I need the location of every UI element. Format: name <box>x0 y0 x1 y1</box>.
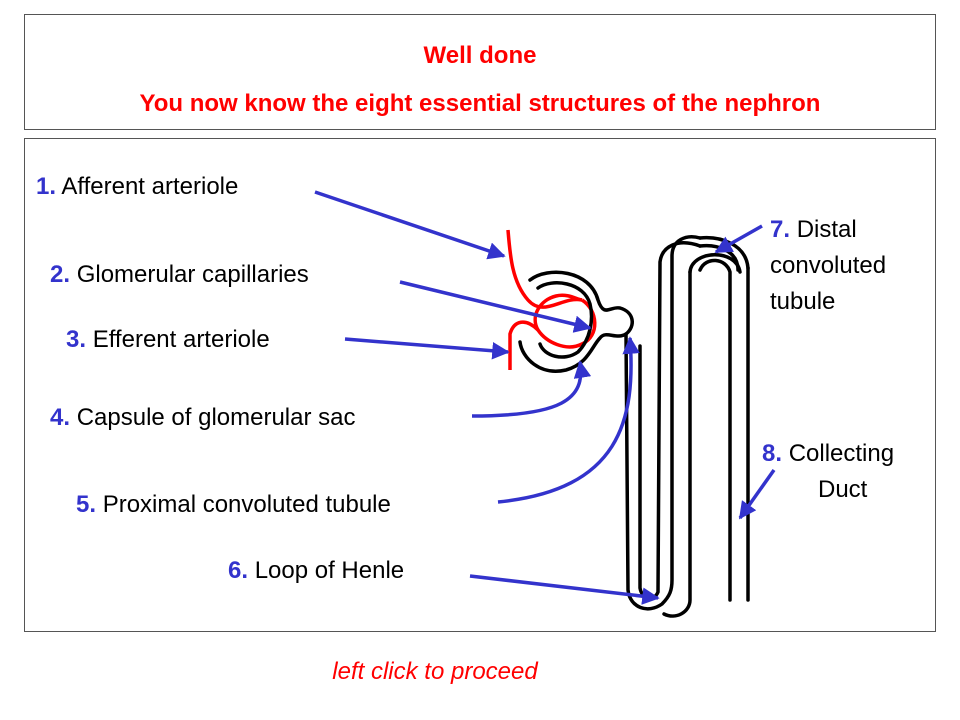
label-number: 2. <box>50 261 71 288</box>
label-text-line: convoluted <box>770 252 887 279</box>
label-number: 7. <box>770 216 791 243</box>
efferent-arteriole-vessel <box>508 320 540 370</box>
label-number: 8. <box>762 440 783 467</box>
label-glomerular-capillaries: 2. Glomerular capillaries <box>50 260 309 290</box>
glomerular-capillaries <box>533 293 597 349</box>
label-number: 3. <box>66 326 87 353</box>
arrow-3 <box>344 337 510 360</box>
label-text-line: Distal <box>796 216 857 243</box>
arrow-7 <box>714 224 763 254</box>
label-text-line: tubule <box>770 288 836 315</box>
arrow-8 <box>738 468 776 520</box>
label-arrows <box>314 190 776 605</box>
label-text: Loop of Henle <box>254 557 405 584</box>
label-number: 5. <box>76 491 97 518</box>
label-text: Capsule of glomerular sac <box>76 404 356 431</box>
label-distal-tubule: 7. Distal convoluted tubule <box>770 212 886 320</box>
arrow-2 <box>399 280 592 333</box>
label-capsule: 4. Capsule of glomerular sac <box>50 403 356 433</box>
arrow-4 <box>471 360 592 418</box>
proceed-prompt[interactable]: left click to proceed <box>332 658 538 685</box>
arrow-5 <box>497 336 640 504</box>
label-efferent-arteriole: 3. Efferent arteriole <box>66 325 270 355</box>
label-text: Efferent arteriole <box>92 326 270 353</box>
header-title: Well done <box>423 42 537 69</box>
arrow-6 <box>469 574 660 605</box>
label-text: Afferent arteriole <box>61 173 239 200</box>
label-text-line: Duct <box>818 476 868 503</box>
header-subtitle: You now know the eight essential structu… <box>139 90 821 117</box>
diagram-panel <box>24 138 936 632</box>
label-number: 1. <box>36 173 57 200</box>
nephron-tubule <box>518 235 750 618</box>
label-text: Glomerular capillaries <box>76 261 309 288</box>
label-proximal-tubule: 5. Proximal convoluted tubule <box>76 490 391 520</box>
header-panel <box>24 14 936 130</box>
label-number: 6. <box>228 557 249 584</box>
afferent-arteriole-vessel <box>506 229 583 309</box>
label-afferent-arteriole: 1. Afferent arteriole <box>36 172 238 202</box>
label-number: 4. <box>50 404 71 431</box>
label-text-line: Collecting <box>788 440 895 467</box>
arrow-1 <box>314 190 506 260</box>
label-collecting-duct: 8. Collecting Duct <box>762 436 894 508</box>
label-text: Proximal convoluted tubule <box>102 491 391 518</box>
label-loop-of-henle: 6. Loop of Henle <box>228 556 404 586</box>
